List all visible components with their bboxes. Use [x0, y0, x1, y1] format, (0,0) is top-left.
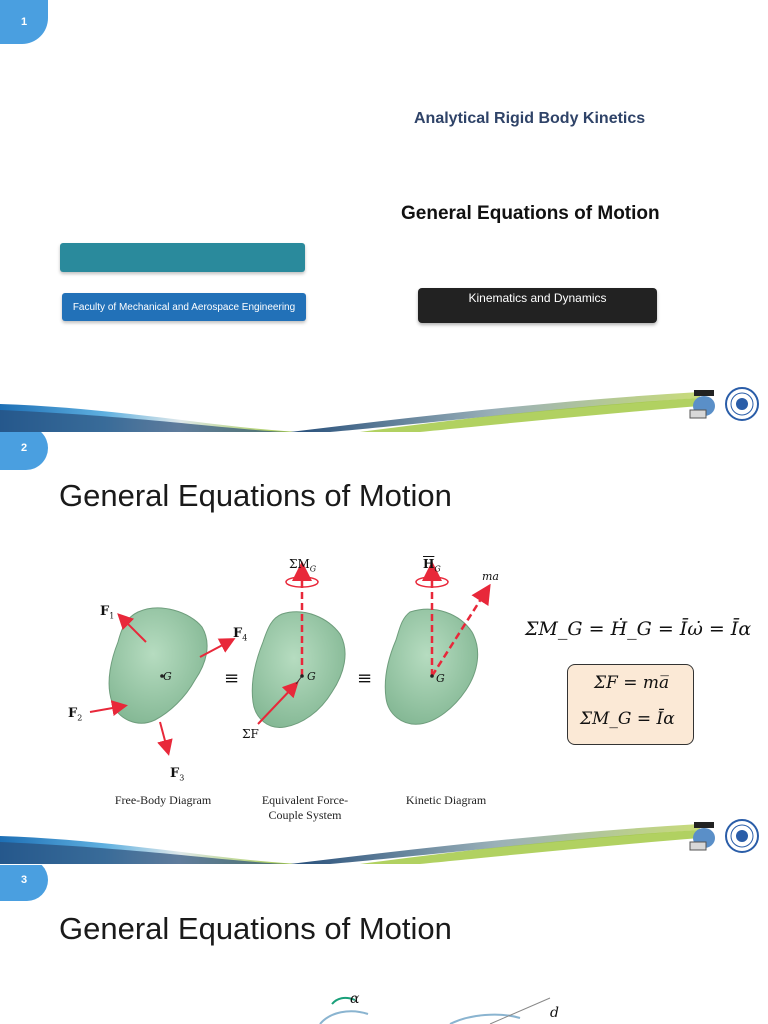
sum-f-label: ΣF: [242, 727, 259, 741]
university-seal-icon: [725, 387, 759, 421]
university-seal-icon: [725, 819, 759, 853]
rigid-body-equiv: [251, 611, 346, 728]
center-label-1: G: [163, 670, 172, 683]
force-label-f4: F4: [233, 626, 248, 643]
sum-mg-label: ΣMG: [289, 557, 317, 574]
caption-equiv-2: Couple System: [268, 808, 342, 822]
title-bar: [60, 243, 305, 272]
moment-equation: ΣM_G = Ḣ_G = Īω̇ = Īα: [525, 618, 752, 640]
slide-title: General Equations of Motion: [59, 911, 452, 946]
caption-fbd: Free-Body Diagram: [114, 793, 212, 807]
footer-wave: [0, 824, 700, 864]
force-label-f2: F2: [68, 706, 83, 723]
equation-box: ΣF = ma̅ ΣM_G = Īα: [567, 664, 694, 745]
slide-2: 2 General Equations of Motion: [0, 432, 768, 865]
mascot-logo-icon: [689, 822, 715, 851]
caption-equiv-1: Equivalent Force-: [261, 793, 349, 807]
moment-equation-boxed: ΣM_G = Īα: [580, 709, 675, 729]
hg-dot-label: HG: [423, 557, 441, 574]
main-title: General Equations of Motion: [401, 203, 660, 224]
caption-kinetic: Kinetic Diagram: [405, 793, 487, 807]
slide-number-badge[interactable]: 2: [0, 432, 48, 470]
equiv-symbol-1: ≡: [224, 668, 240, 689]
faculty-box: Faculty of Mechanical and Aerospace Engi…: [62, 293, 306, 321]
slide-1: 1 Analytical Rigid Body Kinetics General…: [0, 0, 768, 432]
deck-title: Analytical Rigid Body Kinetics: [414, 110, 646, 127]
footer-wave: [0, 392, 700, 432]
course-box: Kinematics and Dynamics: [418, 288, 657, 323]
slide-number-badge[interactable]: 3: [0, 865, 48, 901]
d-label: d: [550, 1005, 559, 1021]
ma-label: ma: [482, 570, 499, 583]
equiv-symbol-2: ≡: [357, 668, 373, 689]
force-label-f3: F3: [170, 766, 185, 783]
center-label-3: G: [436, 672, 445, 685]
slide-number-badge[interactable]: 1: [0, 0, 48, 44]
force-label-f1: F1: [100, 604, 115, 621]
rigid-body-fbd: [108, 607, 208, 724]
force-equation: ΣF = ma̅: [594, 673, 670, 693]
mascot-logo-icon: [689, 390, 715, 419]
partial-figure: [319, 996, 551, 1024]
alpha-label: α: [350, 991, 360, 1007]
slide-title: General Equations of Motion: [59, 478, 452, 513]
rigid-body-kinetic: [384, 608, 479, 725]
center-label-2: G: [307, 670, 316, 683]
slide-3: 3 General Equations of Motion α d: [0, 865, 768, 1024]
kinetics-figure: [89, 561, 491, 756]
